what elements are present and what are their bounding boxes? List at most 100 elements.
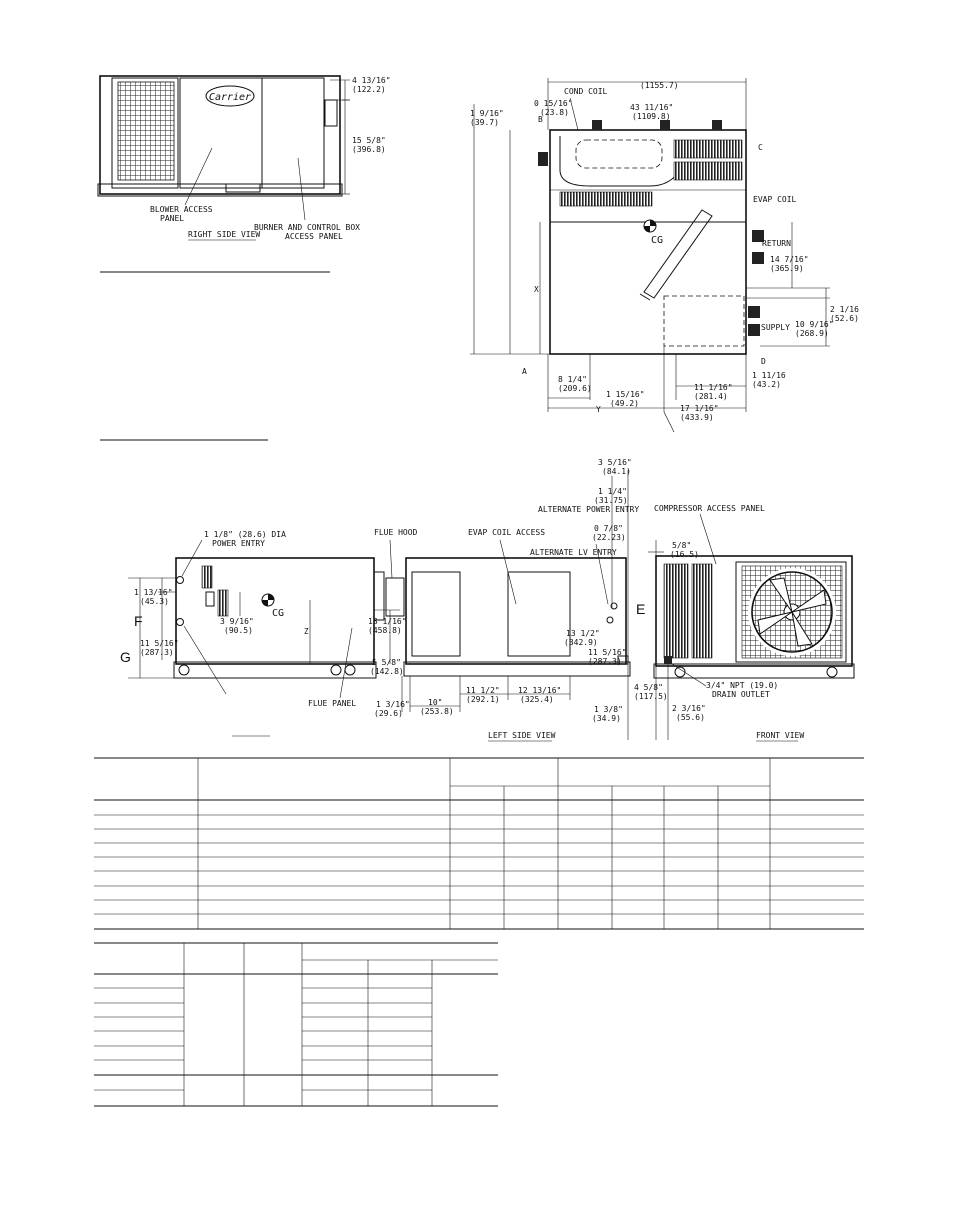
corner-a: A [522,367,527,376]
corner-b: B [538,115,543,124]
dim-d7: 1 11/16 [752,371,786,380]
front-view: COMPRESSOR ACCESS PANEL 5/8" (16.5) 3/4"… [648,504,855,742]
cond-coil-outline [559,136,681,187]
dim-a: 1 13/16" [134,588,173,597]
burner-label-1: BURNER AND CONTROL BOX [254,223,360,232]
dim-b: 11 5/16" [140,639,179,648]
dim-l: 3 5/16" [598,458,632,467]
drain-outlet-label-1: 3/4" NPT (19.0) [706,681,778,690]
flue-panel-label: FLUE PANEL [308,699,356,708]
dim-d6mm: (268.9) [795,329,829,338]
dim-d3: 43 11/16" [630,103,673,112]
condenser-grille [117,81,175,181]
dim-r: 2 3/16" [672,704,706,713]
alt-power-entry-label: ALTERNATE POWER ENTRY [538,505,639,514]
dim-nmm: (22.23) [592,533,626,542]
left-side-view-title: LEFT SIDE VIEW [488,731,556,740]
dim-hmm: (292.1) [466,695,500,704]
dim-m: 1 1/4" [598,487,627,496]
dim-d7mm: (43.2) [752,380,781,389]
dim-cmm: (90.5) [224,626,253,635]
dim-d6: 10 9/16" [795,320,834,329]
dim-qmm: (16.5) [670,550,699,559]
x-label: X [534,285,539,294]
dim-h: 11 1/2" [466,686,500,695]
dim-d: 18 1/16" [368,617,407,626]
dim-d1mm: (39.7) [470,118,499,127]
dim-gmm: (253.8) [420,707,454,716]
g-label: G [120,649,131,665]
dim-imm: (325.4) [520,695,554,704]
logo-text: Carrier [209,92,251,103]
dim-top-mm: (122.2) [352,85,386,94]
dim-p: 4 5/8" [634,683,663,692]
flue-hood-label: FLUE HOOD [374,528,418,537]
power-entry-label-1: 1 1/8" (28.6) DIA [204,530,286,539]
dim-d8mm: (281.4) [694,392,728,401]
top-cg-label: CG [651,235,663,246]
evap-coil-access-label: EVAP COIL ACCESS [468,528,545,537]
overall-mm: (1155.7) [640,81,679,90]
right-side-view-title: RIGHT SIDE VIEW [188,230,260,239]
alt-lv-entry-label: ALTERNATE LV ENTRY [530,548,617,557]
dim-d5mm: (52.6) [830,314,859,323]
dim-top: 4 13/16" [352,76,391,85]
dim-c: 3 9/16" [220,617,254,626]
dim-kmm: (287.3) [588,657,622,666]
dim-g: 10" [428,698,442,707]
dim-e: 5 5/8" [372,658,401,667]
dim-f: 1 3/16" [376,700,410,709]
dim-o: 1 3/8" [594,705,623,714]
blower-access-label-2: PANEL [160,214,184,223]
corner-d: D [761,357,766,366]
front-view-title: FRONT VIEW [756,731,804,740]
evap-coil-label: EVAP COIL [753,195,797,204]
dim-amm: (45.3) [140,597,169,606]
dim-d8: 11 1/16" [694,383,733,392]
dim-lmm: (84.1) [602,467,631,476]
dim-d9: 17 1/16" [680,404,719,413]
burner-label-2: ACCESS PANEL [285,232,343,241]
dim-jmm: (342.9) [564,638,598,647]
carrier-logo [205,85,255,107]
dim-d4mm: (365.9) [770,264,804,273]
dim-d2: 0 15/16" [534,99,573,108]
e-label: E [636,601,645,617]
dimension-table-1 [94,757,864,930]
dim-d10: 8 1/4" [558,375,587,384]
dim-omm: (34.9) [592,714,621,723]
left-side-panel-view: CG F G 1 13/16" (45.3) 11 5/16" (287.3) … [120,530,377,737]
dim-fmm: (29.6) [374,709,403,718]
dim-d3mm: (1109.8) [632,112,671,121]
power-entry-label-2: POWER ENTRY [212,539,265,548]
right-side-view: Carrier 4 13/16" (122.2) 15 5/8" (396.8)… [97,75,391,241]
blower-access-label-1: BLOWER ACCESS [150,205,213,214]
return-label: RETURN [762,239,791,248]
z-label: Z [304,627,309,636]
dim-side-mm: (396.8) [352,145,386,154]
dim-n: 0 7/8" [594,524,623,533]
dim-i: 12 13/16" [518,686,561,695]
dim-mmm: (31.75) [594,496,628,505]
left-side-view: FLUE HOOD FLUE PANEL EVAP COIL ACCESS AL… [308,458,668,742]
supply-label: SUPPLY [761,323,790,332]
dim-d1: 1 9/16" [470,109,504,118]
cond-coil-label: COND COIL [564,87,608,96]
dim-d11: 1 15/16" [606,390,645,399]
dim-rmm: (55.6) [676,713,705,722]
dim-d2mm: (23.8) [540,108,569,117]
dim-d5: 2 1/16 [830,305,859,314]
dim-q: 5/8" [672,541,691,550]
dim-emm: (142.8) [370,667,404,676]
compressor-access-label: COMPRESSOR ACCESS PANEL [654,504,765,513]
dim-j: 13 1/2" [566,629,600,638]
y-label: Y [596,405,601,414]
dim-pmm: (117.5) [634,692,668,701]
side-cg-label: CG [272,608,284,619]
dim-d11mm: (49.2) [610,399,639,408]
corner-c: C [758,143,763,152]
dim-d9mm: (433.9) [680,413,714,422]
dim-d4: 14 7/16" [770,255,809,264]
dim-side: 15 5/8" [352,136,386,145]
